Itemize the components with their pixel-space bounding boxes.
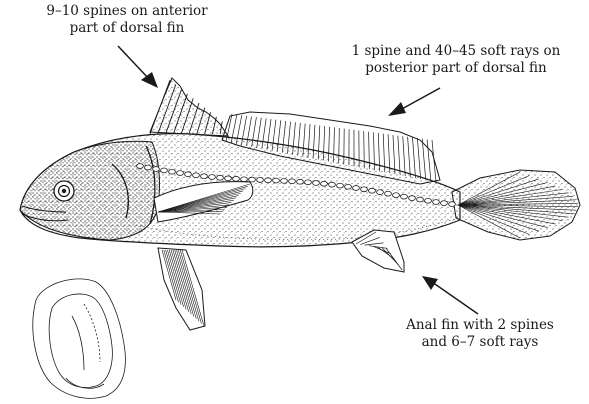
spiny-dorsal-fin bbox=[150, 78, 228, 136]
fish-head bbox=[20, 141, 159, 240]
label-anal-fin: Anal fin with 2 spines and 6–7 soft rays bbox=[380, 317, 580, 351]
otolith-inset bbox=[33, 279, 126, 398]
eye bbox=[54, 181, 74, 201]
label-dorsal-soft-line2: posterior part of dorsal fin bbox=[326, 60, 586, 77]
label-dorsal-soft-line1: 1 spine and 40–45 soft rays on bbox=[326, 43, 586, 60]
label-dorsal-spines-line1: 9–10 spines on anterior bbox=[2, 3, 252, 20]
label-dorsal-soft-rays: 1 spine and 40–45 soft rays on posterior… bbox=[326, 43, 586, 77]
caudal-fin bbox=[452, 170, 580, 240]
label-dorsal-spines: 9–10 spines on anterior part of dorsal f… bbox=[2, 3, 252, 37]
arrow-dorsal-soft bbox=[388, 88, 440, 116]
arrow-anal-fin bbox=[422, 276, 478, 314]
pelvic-fin bbox=[158, 248, 205, 330]
label-dorsal-spines-line2: part of dorsal fin bbox=[2, 20, 252, 37]
label-anal-fin-line1: Anal fin with 2 spines bbox=[380, 317, 580, 334]
arrow-dorsal-spines bbox=[118, 46, 158, 88]
label-anal-fin-line2: and 6–7 soft rays bbox=[380, 334, 580, 351]
